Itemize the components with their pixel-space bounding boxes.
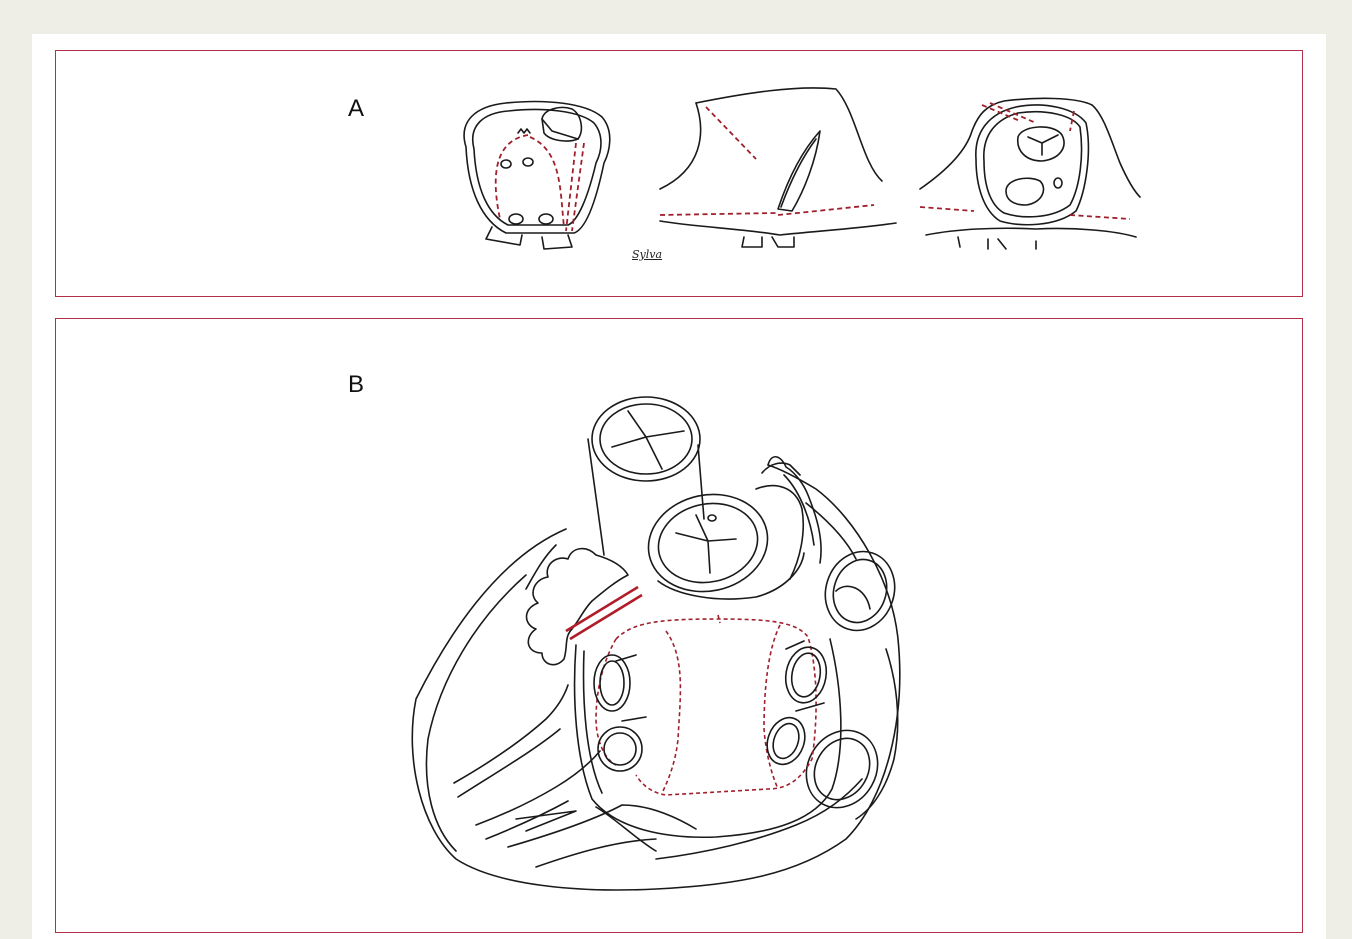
aorta [588,397,704,555]
valve-ring [639,463,804,602]
left-appendage [527,549,629,665]
panel-a: A Sylva [55,50,1303,297]
panel-b-drawing [56,319,1304,934]
panel-a-drawings [56,51,1304,298]
red-incision-dashed [596,615,816,795]
superior-view-sketch [920,98,1140,249]
red-incision-solid [566,587,642,639]
lateral-view-sketch [660,88,896,247]
left-atrium-sketch [464,102,610,249]
panel-b: B [55,318,1303,933]
vein-openings-left [594,644,831,771]
